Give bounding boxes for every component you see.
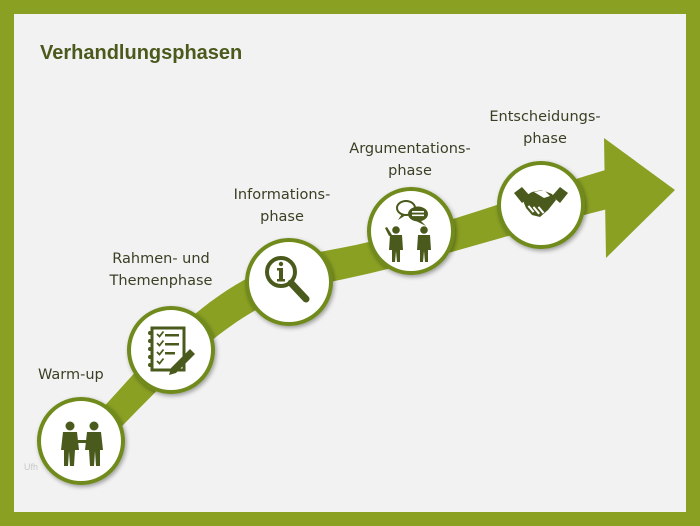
- phase-label-rahmen-themen: Rahmen- und Themenphase: [106, 248, 216, 292]
- progress-arrow-band: [82, 168, 620, 448]
- handshake-icon: [514, 187, 568, 217]
- info-magnifier-icon: [265, 256, 310, 303]
- people-discussion-icon: [385, 200, 431, 262]
- phase-label-line: phase: [388, 163, 432, 179]
- phase-label-line: phase: [260, 209, 304, 225]
- watermark-text: Ufh: [24, 462, 39, 472]
- phase-circle: [127, 306, 215, 394]
- phase-circle: [367, 187, 455, 275]
- phase-label-entscheidungs: Entscheidungs- phase: [482, 106, 608, 150]
- handshake-people-icon: [61, 421, 103, 466]
- phase-label-informations: Informations- phase: [226, 184, 338, 228]
- phase-label-line: Entscheidungs-: [489, 109, 601, 125]
- progress-arrow-head: [604, 138, 675, 258]
- phase-label-argumentations: Argumentations- phase: [342, 138, 478, 182]
- phase-rahmen-themen: [127, 306, 215, 394]
- phase-label-line: Informations-: [233, 187, 331, 203]
- phase-informations: [245, 238, 333, 326]
- slide-title: Verhandlungsphasen: [40, 42, 243, 64]
- phase-label-line: Rahmen- und: [112, 251, 210, 267]
- phase-label-line: Warm-up: [38, 367, 104, 383]
- phase-label-line: Argumentations-: [349, 141, 471, 157]
- phase-label-warm-up: Warm-up: [38, 364, 104, 386]
- phase-argumentations: [367, 187, 455, 275]
- phase-label-line: Themenphase: [109, 273, 213, 289]
- phase-warm-up: [37, 397, 125, 485]
- phase-entscheidungs: [497, 161, 585, 249]
- checklist-pen-icon: [148, 326, 195, 375]
- phase-label-line: phase: [523, 131, 567, 147]
